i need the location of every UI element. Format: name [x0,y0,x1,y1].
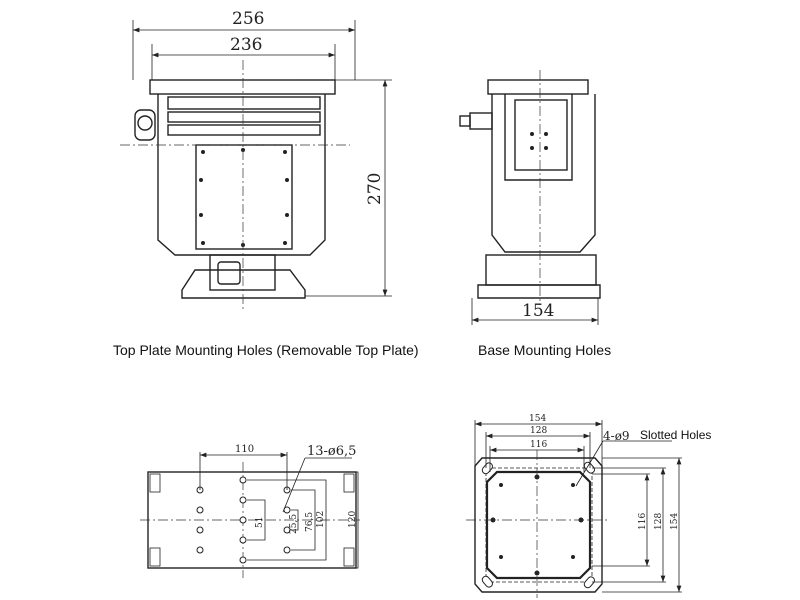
dim-h-154: 154 [529,414,546,424]
dim-h-116: 116 [530,440,547,450]
base-plate-drawing: 154 128 116 4-ø9 Slotted Holes 116 128 1… [466,414,711,598]
dim-236: 236 [230,35,262,55]
dim-110: 110 [235,444,254,455]
caption-top-plate: Top Plate Mounting Holes (Removable Top … [113,342,419,358]
dim-270: 270 [365,173,385,205]
dim-v-128: 128 [654,513,664,530]
dim-h-128: 128 [530,426,547,436]
top-plate-drawing: 110 13-ø6,5 51 25,5 76,5 102 120 [140,444,360,578]
dim-51: 51 [255,517,265,528]
dim-120: 120 [348,511,358,528]
front-view: 256 236 270 [120,9,392,310]
caption-base: Base Mounting Holes [478,342,612,358]
slot-label: Slotted Holes [640,428,711,442]
dim-102: 102 [316,511,326,528]
dim-256: 256 [232,9,264,29]
side-view: 154 [459,70,601,325]
slot-callout: 4-ø9 [603,429,630,443]
dim-154: 154 [522,301,554,321]
dim-v-116: 116 [638,513,648,530]
hole-callout: 13-ø6,5 [307,444,356,459]
dim-76-5: 76,5 [305,512,315,532]
dim-25-5: 25,5 [289,514,299,534]
dim-v-154: 154 [670,513,680,530]
